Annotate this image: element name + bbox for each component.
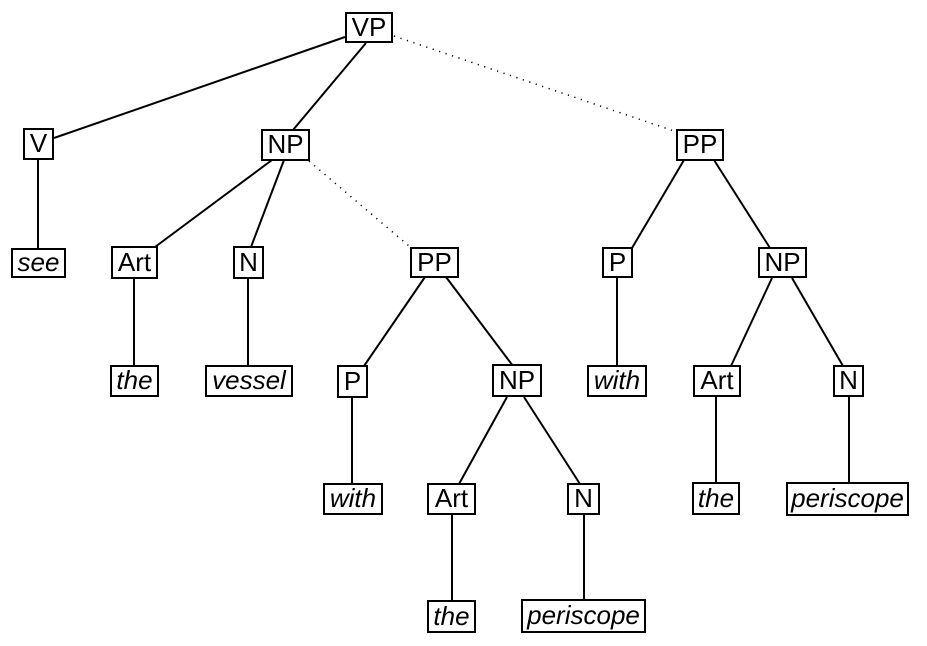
edge-np-art-mid bbox=[458, 396, 508, 485]
node-label-p-right: P bbox=[608, 246, 627, 277]
tree-node-pp-right: PP bbox=[676, 129, 724, 161]
node-label-np-right: NP bbox=[764, 246, 801, 277]
node-label-periscope-middle: periscope bbox=[527, 600, 640, 630]
tree-node-word-with-right: with bbox=[587, 365, 647, 397]
edge-vp-v bbox=[53, 36, 346, 139]
tree-node-word-the-middle: the bbox=[427, 600, 476, 633]
edge-np-n-mid bbox=[523, 396, 581, 485]
edge-vp-np bbox=[292, 42, 367, 131]
node-label-np-middle: NP bbox=[498, 364, 536, 395]
tree-node-n-middle: N bbox=[567, 483, 600, 515]
tree-node-art-middle: Art bbox=[427, 483, 476, 515]
tree-node-n-object: N bbox=[233, 246, 264, 279]
edge-np-art-right bbox=[730, 277, 773, 367]
tree-node-p-right: P bbox=[602, 247, 633, 278]
node-label-vessel: vessel bbox=[212, 365, 286, 395]
edge-pp-p-mid bbox=[363, 276, 426, 367]
tree-node-word-see: see bbox=[11, 248, 66, 278]
edge-pp-np-right bbox=[713, 159, 771, 249]
node-label-with-middle: with bbox=[329, 483, 377, 513]
node-label-vp: VP bbox=[351, 11, 387, 42]
edge-np-pp-dotted bbox=[308, 160, 410, 247]
node-label-pp-right: PP bbox=[682, 129, 718, 159]
node-label-n-middle: N bbox=[574, 483, 593, 513]
node-label-n-right: N bbox=[839, 365, 858, 395]
tree-node-word-periscope-right: periscope bbox=[786, 482, 909, 516]
node-label-n-object: N bbox=[239, 246, 258, 277]
tree-node-word-the-right: the bbox=[692, 482, 740, 515]
tree-node-word-the-object: the bbox=[110, 365, 159, 397]
tree-node-word-periscope-middle: periscope bbox=[521, 599, 646, 633]
node-label-the-object: the bbox=[116, 365, 153, 395]
tree-node-pp-middle: PP bbox=[410, 247, 459, 278]
edge-np-n bbox=[250, 159, 285, 248]
node-label-art-object: Art bbox=[117, 246, 152, 277]
tree-node-art-object: Art bbox=[111, 246, 158, 279]
node-label-see: see bbox=[17, 247, 60, 277]
node-label-p-middle: P bbox=[343, 365, 362, 396]
tree-node-np-right: NP bbox=[758, 247, 807, 278]
tree-node-np-object: NP bbox=[261, 129, 310, 161]
node-label-with-right: with bbox=[593, 365, 641, 395]
tree-node-vp: VP bbox=[345, 12, 393, 43]
edge-np-n-right bbox=[791, 277, 844, 367]
tree-node-word-with-middle: with bbox=[323, 483, 383, 515]
node-label-art-right: Art bbox=[700, 365, 734, 395]
edge-pp-p-right bbox=[631, 159, 685, 249]
tree-node-v: V bbox=[23, 128, 54, 160]
edge-np-art bbox=[154, 159, 273, 248]
tree-node-n-right: N bbox=[833, 365, 864, 397]
tree-node-word-vessel: vessel bbox=[205, 365, 293, 397]
edge-vp-pp-dotted bbox=[393, 35, 675, 132]
tree-node-np-middle: NP bbox=[492, 364, 542, 397]
node-label-the-right: the bbox=[697, 482, 735, 513]
node-label-pp-middle: PP bbox=[417, 246, 452, 277]
tree-node-p-middle: P bbox=[337, 365, 368, 398]
node-label-v: V bbox=[29, 128, 48, 158]
edge-pp-np-mid bbox=[445, 276, 514, 367]
node-label-np-object: NP bbox=[267, 129, 304, 159]
node-label-the-middle: the bbox=[433, 600, 470, 631]
node-label-art-middle: Art bbox=[434, 483, 469, 513]
node-label-periscope-right: periscope bbox=[791, 483, 904, 513]
tree-node-art-right: Art bbox=[693, 365, 741, 397]
